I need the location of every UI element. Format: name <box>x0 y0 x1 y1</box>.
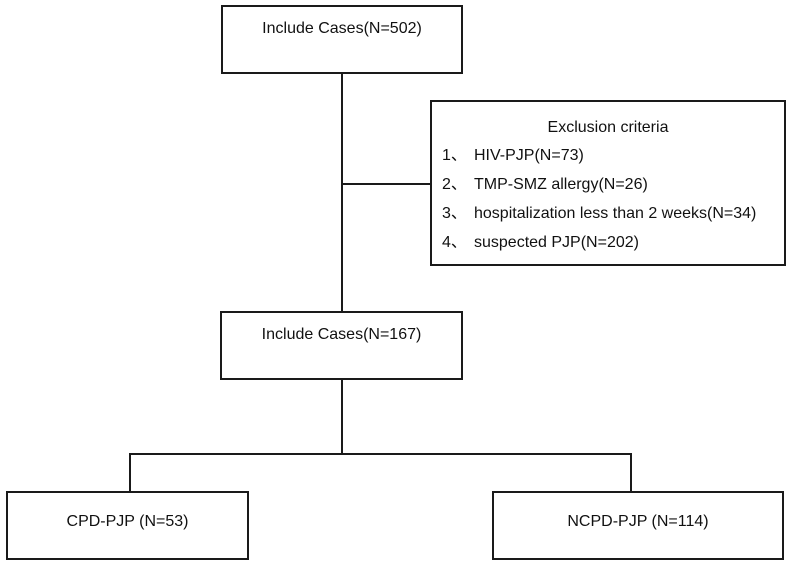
exclusion-item-number: 3、 <box>442 205 467 222</box>
exclusion-criteria-list: 1、HIV-PJP(N=73) 2、TMP-SMZ allergy(N=26) … <box>442 145 756 261</box>
exclusion-item-number: 4、 <box>442 234 467 251</box>
exclusion-item-text: TMP-SMZ allergy(N=26) <box>474 176 648 193</box>
ncpd-pjp-label: NCPD-PJP (N=114) <box>567 513 709 530</box>
exclusion-item-text: hospitalization less than 2 weeks(N=34) <box>474 205 757 222</box>
ncpd-pjp-box: NCPD-PJP (N=114) <box>492 491 784 560</box>
cpd-pjp-label: CPD-PJP (N=53) <box>66 513 189 530</box>
split-vertical-connector <box>341 380 343 454</box>
exclusion-item-text: HIV-PJP(N=73) <box>474 147 584 164</box>
right-drop-connector <box>630 453 632 493</box>
exclusion-item-number: 2、 <box>442 176 467 193</box>
include-cases-167-label: Include Cases(N=167) <box>261 326 422 343</box>
include-cases-502-label: Include Cases(N=502) <box>262 20 422 37</box>
include-cases-167-box: Include Cases(N=167) <box>220 311 463 380</box>
exclusion-item-number: 1、 <box>442 147 467 164</box>
cpd-pjp-box: CPD-PJP (N=53) <box>6 491 249 560</box>
exclusion-item: 4、 suspected PJP(N=202) <box>442 232 756 261</box>
exclusion-criteria-box: Exclusion criteria 1、 HIV-PJP(N=73) 2、 TMP… <box>430 100 786 266</box>
include-cases-502-box: Include Cases(N=502) <box>221 5 463 74</box>
exclusion-item: 1、 HIV-PJP(N=73) <box>442 145 756 174</box>
exclusion-item: 3、 hospitalization less than 2 weeks(N=34… <box>442 203 756 232</box>
exclusion-branch-connector <box>341 183 431 185</box>
left-drop-connector <box>129 453 131 493</box>
exclusion-item: 2、 TMP-SMZ allergy(N=26) <box>442 174 756 203</box>
split-horizontal-connector <box>129 453 632 455</box>
exclusion-item-text: suspected PJP(N=202) <box>474 234 639 251</box>
main-vertical-connector <box>341 74 343 312</box>
exclusion-criteria-title: Exclusion criteria <box>547 119 669 136</box>
